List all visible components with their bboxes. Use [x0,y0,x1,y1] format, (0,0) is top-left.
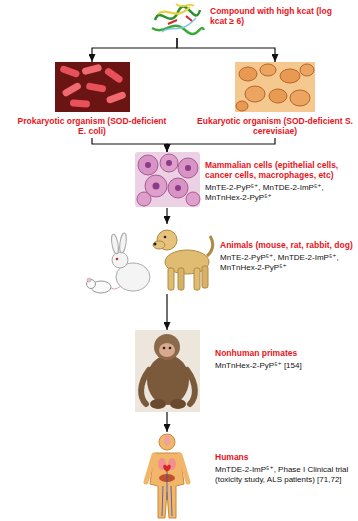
bacteria-image-part [104,67,124,84]
stage-node: Nonhuman primatesMnTnHex-2-PyP⁵⁺ [154] [135,330,355,412]
flow-arrow [167,138,275,152]
monkey-image-part [154,334,180,360]
bacteria-image-part [86,82,107,92]
yeast-image-part [235,62,315,112]
animals-image-part [154,243,157,246]
human-figure-part [159,434,175,450]
yeast-image-part [245,86,265,102]
yeast-image [235,62,315,112]
mammalian-cells-image-part [137,192,151,206]
mammalian-cells-image-part [138,155,158,175]
monkey-image-part [150,399,166,409]
protein-ribbon-part [158,7,190,14]
yeast-image-part [290,90,310,106]
stage-title: Prokaryotic organism (SOD-deficient E. c… [17,116,167,136]
human-figure-part [163,465,171,472]
bacteria-image-part [81,64,102,76]
stage-title: Eukaryotic organism (SOD-deficient S. ce… [195,116,355,136]
yeast-image-part [239,67,257,81]
animals-image-part [207,236,213,256]
stage-title: Mammalian cells (epithelial cells, cance… [205,160,351,180]
stage-title: Animals (mouse, rat, rabbit, dog) [220,240,353,250]
mammalian-cells-image-part [166,160,172,166]
flow-arrow [92,138,167,152]
yeast-image-part [280,69,300,83]
monkey-image-part [169,347,172,350]
flow-arrow [177,38,275,62]
protein-ribbon-part [152,26,204,34]
flow-arrow [166,208,167,224]
compound-list: MnTDE-2-ImP⁵⁺, Phase I Clinical trial (t… [215,465,352,485]
mammalian-cells-image-part [178,158,198,178]
stage-node: Animals (mouse, rat, rabbit, dog) MnTE-2-… [80,224,355,294]
mammalian-cells-image-part [145,162,151,168]
bacteria-image [55,62,130,112]
protein-ribbon-part [176,4,194,6]
mammalian-cells-image-part [160,154,178,172]
monkey-image-part [141,370,149,404]
human-figure [146,434,188,518]
yeast-image-part [260,64,276,76]
animals-image-part [164,236,167,239]
animals-image-part [87,278,91,282]
mammalian-cells-image-part [186,192,200,206]
yeast-image-part [300,64,314,76]
mammalian-cells-image-part [175,185,181,191]
bacteria-image-part [55,62,130,112]
yeast-image-part [236,101,248,111]
animals-image [87,230,213,293]
human-figure-part [162,472,172,516]
monkey-image [135,330,200,412]
bacteria-image-part [59,65,80,78]
animals-image-part [194,268,200,290]
stage-node: Mammalian cells (epithelial cells, cance… [135,152,355,208]
bacteria-image-part [61,82,82,98]
compound-list: MnTE-2-PyP⁵⁺, MnTDE-2-ImP⁵⁺, MnTnHex-2-P… [205,183,351,203]
bacteria-image-part [106,91,127,104]
human-figure-part [164,434,170,446]
flow-arrow [166,294,167,330]
stage-node: Prokaryotic organism (SOD-deficient E. c… [17,62,167,138]
monkey-image-part [135,330,200,412]
human-figure-part [150,453,184,518]
mammalian-cells-image-part [185,165,191,171]
stage-title: Nonhuman primates [215,348,351,358]
compound-list: MnTE-2-PyP⁵⁺, MnTDE-2-ImP⁵⁺, MnTnHex-2-P… [220,253,353,273]
mammalian-cells-image [135,152,200,207]
mammalian-cells-image-part [135,152,200,207]
monkey-image-part [159,343,175,357]
animals-image-part [112,252,128,268]
bacteria-image-part [70,99,91,108]
flow-arrow [166,412,167,432]
monkey-image-part [163,347,166,350]
flow-arrow [92,38,177,62]
monkey-image-part [147,355,189,405]
animals-image-part [110,234,119,255]
monkey-image-part [187,370,195,404]
mammalian-cells-image-part [168,178,188,198]
animals-image-part [119,233,128,254]
protein-ribbon-part [155,7,200,20]
protein-ribbon [152,4,204,34]
mammalian-cells-image-part [153,183,160,190]
compound-list: MnTnHex-2-PyP⁵⁺ [154] [215,361,351,371]
animals-image-part [202,266,208,288]
stage-node: Eukaryotic organism (SOD-deficient S. ce… [195,62,355,138]
protein-ribbon-part [168,16,192,24]
animals-image-part [168,268,174,290]
monkey-image-part [170,399,186,409]
stage-title: Compound with high kcat (log kcat ≥ 6) [210,6,332,26]
animals-image-part [178,268,184,290]
animals-image-part [153,241,165,249]
yeast-image-part [269,89,287,103]
stage-node: Compound with high kcat (log kcat ≥ 6) [148,0,355,38]
stage-title: Humans [215,452,352,462]
animals-image-part [116,258,119,261]
stage-node: HumansMnTDE-2-ImP⁵⁺, Phase I Clinical tr… [140,432,355,518]
